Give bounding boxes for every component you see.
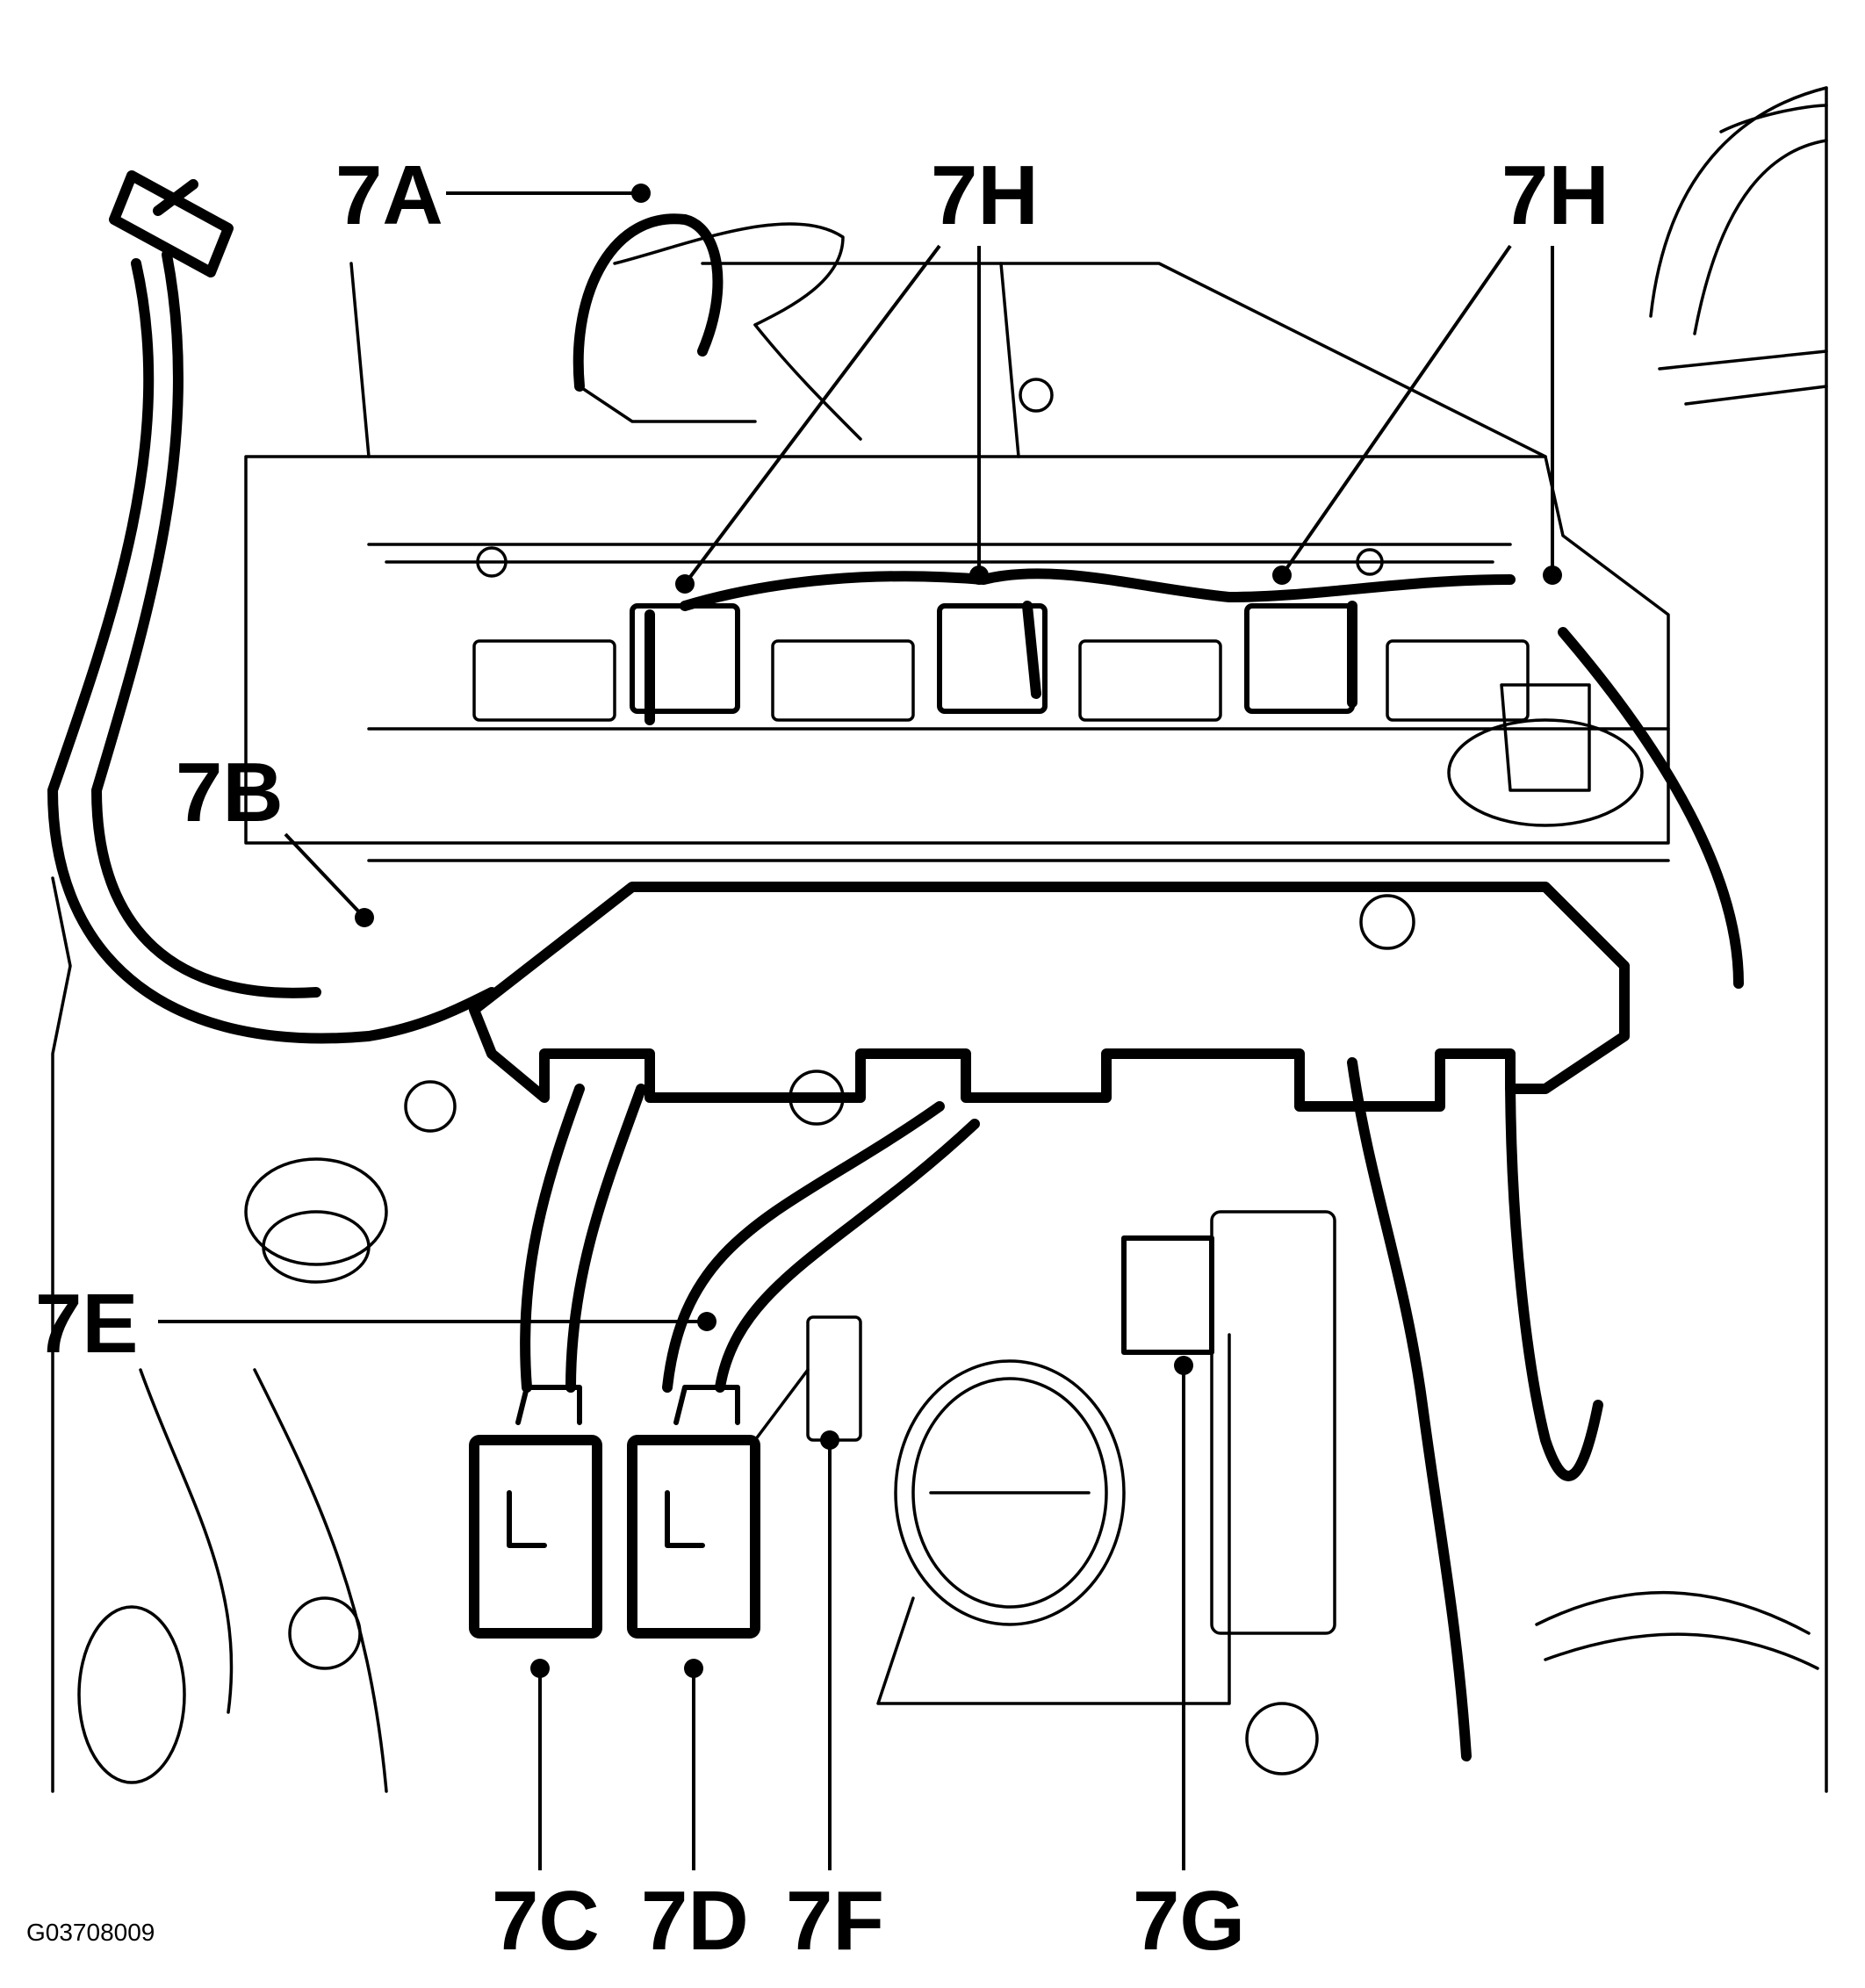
leader-lines bbox=[158, 184, 1562, 1870]
callout-7a: 7A bbox=[335, 148, 443, 242]
ignition-coils bbox=[472, 378, 1530, 722]
air-intake-hose bbox=[1649, 86, 1828, 406]
figure-id: G03708009 bbox=[26, 1919, 155, 1946]
sensor-7f bbox=[753, 1315, 862, 1442]
callout-7b: 7B bbox=[176, 746, 284, 839]
left-harness bbox=[47, 170, 497, 1044]
engine-bay-outline bbox=[51, 86, 1828, 1793]
callout-7c: 7C bbox=[492, 1874, 600, 1968]
connectors-7c-7d bbox=[469, 1385, 760, 1639]
callout-7h-left: 7H bbox=[931, 148, 1039, 242]
left-lower-engine bbox=[77, 1080, 457, 1793]
callout-7d: 7D bbox=[641, 1874, 749, 1968]
connector-wires bbox=[520, 1084, 980, 1393]
oil-filler-cap bbox=[1447, 683, 1644, 827]
right-lower-engine bbox=[1245, 1590, 1819, 1776]
callout-7h-right: 7H bbox=[1501, 148, 1609, 242]
right-harness bbox=[1347, 627, 1744, 1761]
callout-7e: 7E bbox=[35, 1277, 139, 1371]
throttle-motor bbox=[1121, 1210, 1336, 1635]
intake-bar bbox=[469, 882, 1630, 1126]
throttle-body bbox=[876, 1333, 1231, 1705]
callout-7f: 7F bbox=[786, 1874, 885, 1968]
callout-7g: 7G bbox=[1133, 1874, 1246, 1968]
vacuum-hose-7a bbox=[572, 213, 862, 441]
cam-cover bbox=[244, 262, 1670, 862]
coil-harness bbox=[644, 568, 1516, 725]
